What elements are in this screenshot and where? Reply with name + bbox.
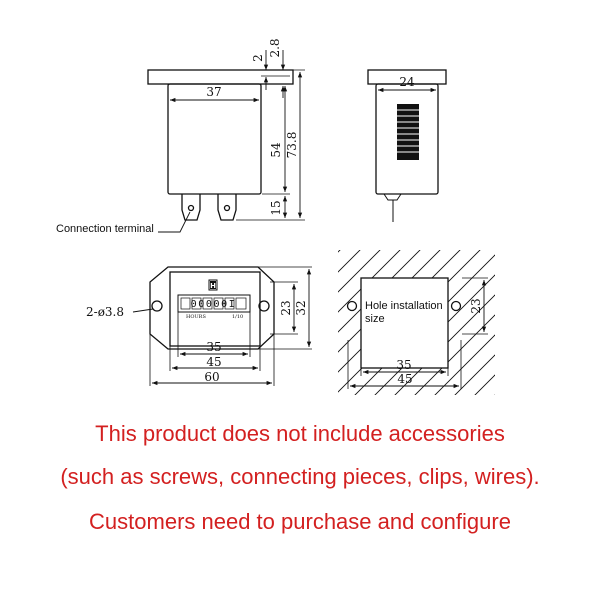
- dim-73-8: 73.8: [285, 132, 299, 159]
- dim-2: 2: [251, 54, 265, 62]
- end-view: [367, 69, 447, 222]
- mount-hole-right: [258, 300, 270, 312]
- cutout-hole-right: [450, 300, 462, 312]
- end-view-counter-strip: [397, 104, 419, 160]
- dim-37: 37: [206, 85, 221, 99]
- cutout-hole-left: [346, 300, 358, 312]
- mount-hole-left: [151, 300, 163, 312]
- brand-mark: H: [210, 282, 216, 290]
- front-view-labels: H 00000I HOURS 1/10 2-ø3.8 35 45 60 23 3…: [86, 281, 308, 384]
- dim-35-cutout: 35: [396, 358, 411, 372]
- notice-line-3: Customers need to purchase and configure: [89, 509, 511, 534]
- dim-35-front: 35: [206, 340, 221, 354]
- dim-23-cutout: 23: [469, 298, 483, 313]
- dim-45-front: 45: [206, 355, 221, 369]
- dim-24: 24: [399, 75, 415, 89]
- front-view: [132, 266, 312, 386]
- cutout-opening: [360, 277, 449, 369]
- notice-line-2: (such as screws, connecting pieces, clip…: [60, 464, 540, 489]
- hole-dim: 2-ø3.8: [86, 305, 124, 319]
- dim-15: 15: [269, 200, 283, 215]
- end-body: [375, 83, 439, 195]
- tenth-label: 1/10: [232, 314, 243, 320]
- counter-window: [177, 294, 251, 313]
- hours-label: HOURS: [186, 314, 206, 320]
- counter-digits: 00000I: [191, 299, 237, 310]
- terminal-right: [217, 194, 237, 221]
- panel-hatching: [338, 250, 495, 395]
- side-body: [167, 83, 262, 195]
- notice-line-1: This product does not include accessorie…: [95, 421, 505, 446]
- side-view-labels: 37 2 2.8 54 73.8 15 Connection terminal: [56, 38, 299, 235]
- side-view: [147, 50, 305, 233]
- dim-45-cutout: 45: [397, 372, 412, 386]
- dim-54: 54: [269, 142, 283, 158]
- side-flange: [147, 69, 294, 85]
- dim-2-8: 2.8: [268, 38, 282, 57]
- dim-23-front: 23: [279, 300, 293, 315]
- dim-32-front: 32: [294, 300, 308, 315]
- terminal-left: [181, 194, 201, 221]
- dim-60-front: 60: [204, 370, 219, 384]
- connection-terminal-label: Connection terminal: [56, 223, 154, 235]
